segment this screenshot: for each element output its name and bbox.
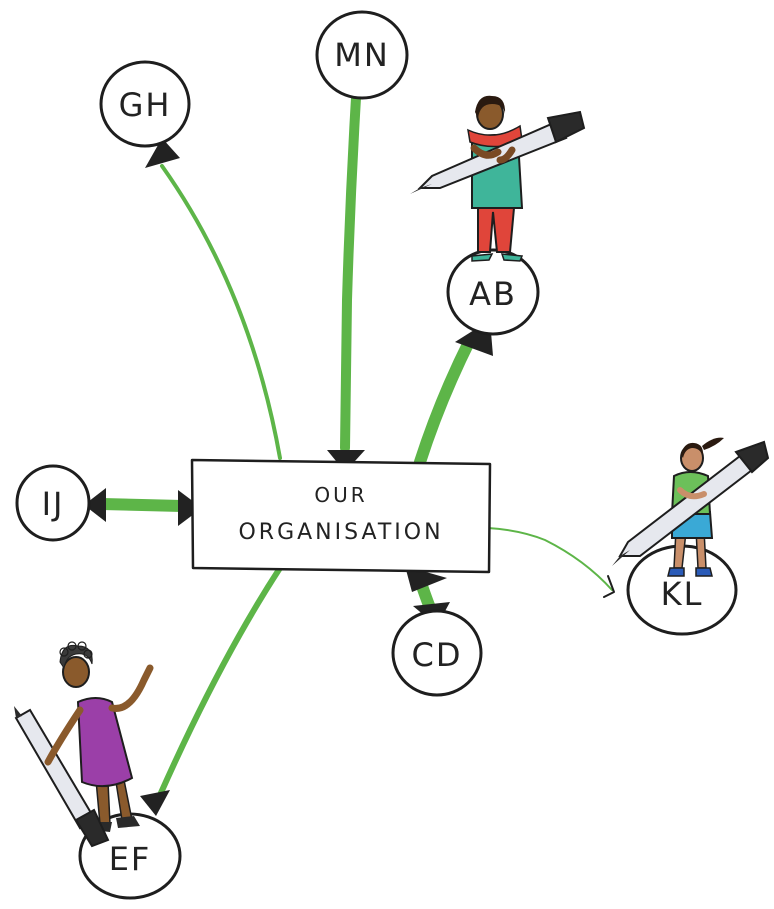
node-ij: IJ xyxy=(15,464,91,542)
connector-org-ab xyxy=(414,320,493,468)
node-label-mn: MN xyxy=(334,36,390,74)
arrowhead xyxy=(84,488,106,522)
node-mn: MN xyxy=(315,10,409,100)
node-label-ef: EF xyxy=(109,840,152,878)
node-label-ij: IJ xyxy=(42,485,65,523)
connector-ij-org xyxy=(84,488,202,526)
node-label-ab: AB xyxy=(469,275,517,313)
node-cd: CD xyxy=(391,609,483,697)
connector-org-gh xyxy=(145,138,282,460)
person-with-pen-ef xyxy=(14,641,154,848)
pen-icon xyxy=(612,440,770,566)
node-gh: GH xyxy=(99,60,191,148)
node-ab: AB xyxy=(446,248,540,336)
node-label-cd: CD xyxy=(412,636,463,674)
connector-mn-org xyxy=(327,93,365,472)
node-label-gh: GH xyxy=(119,86,172,124)
person-with-pen-kl xyxy=(612,437,770,577)
pen-icon xyxy=(14,706,110,848)
organisation-label-line2: ORGANISATION xyxy=(238,520,443,545)
arrowhead xyxy=(178,490,202,526)
connector-org-ef xyxy=(140,565,283,816)
arrowhead xyxy=(145,138,180,168)
arrowhead xyxy=(405,566,447,592)
arrowhead xyxy=(140,790,170,816)
organisation-box: OUR ORGANISATION xyxy=(190,458,492,574)
organisation-label-line1: OUR xyxy=(314,483,367,507)
node-label-kl: KL xyxy=(661,575,704,613)
person-with-pen-ab xyxy=(410,95,586,262)
connector-org-kl xyxy=(487,527,615,598)
